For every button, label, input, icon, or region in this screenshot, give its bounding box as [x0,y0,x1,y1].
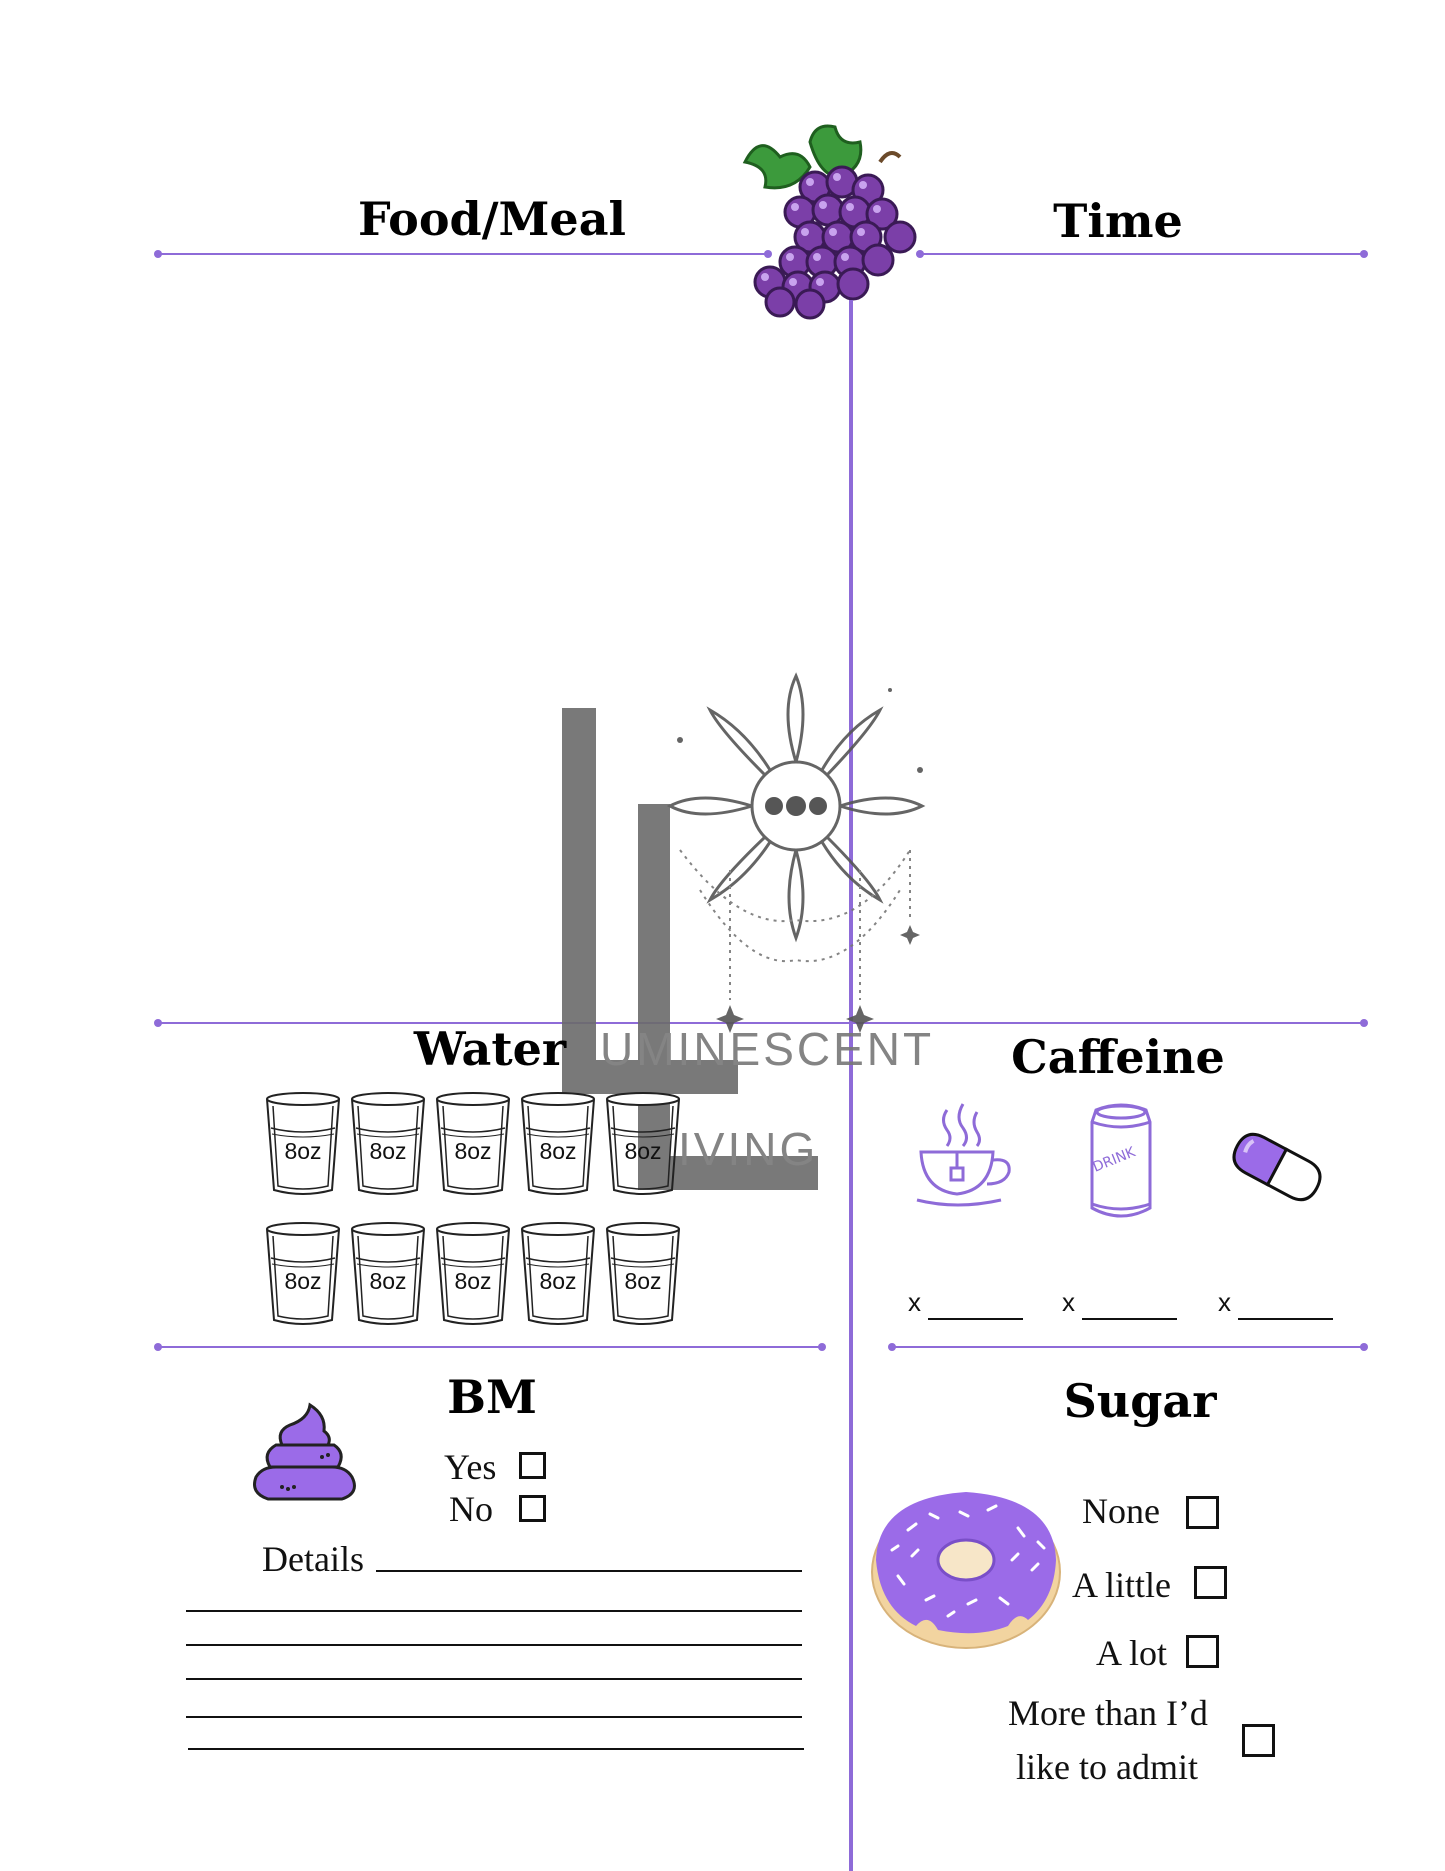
drink-count-field[interactable]: x [1062,1287,1177,1320]
bm-no-checkbox[interactable] [519,1495,546,1522]
glass-icon [606,1092,680,1195]
glass-label: 8oz [284,1268,322,1294]
glass-label: 8oz [624,1268,662,1294]
bm-details-line[interactable] [188,1748,804,1750]
lower-divider-left [154,1343,826,1351]
sugar-more-label-line1: More than I’d [1008,1693,1208,1733]
glass-label: 8oz [369,1138,407,1164]
lower-divider-right [888,1343,1368,1351]
bm-yes-checkbox[interactable] [519,1452,546,1479]
glass-icon [521,1222,595,1325]
glass-icon [436,1222,510,1325]
glass-label: 8oz [539,1268,577,1294]
bm-heading: BM [447,1370,537,1424]
glass-icon [266,1092,340,1195]
water-glass[interactable]: 8oz [518,1090,598,1198]
food-meal-heading: Food/Meal [358,192,626,246]
sugar-a-little-checkbox[interactable] [1194,1566,1227,1599]
pill-count-field[interactable]: x [1218,1287,1333,1320]
middle-divider [154,1019,1368,1027]
bm-details-line[interactable] [186,1678,802,1680]
sugar-heading: Sugar [1063,1374,1217,1428]
glass-label: 8oz [284,1138,322,1164]
donut-icon [868,1480,1064,1652]
sugar-a-lot-checkbox[interactable] [1186,1635,1219,1668]
water-glass[interactable]: 8oz [263,1220,343,1328]
glass-label: 8oz [454,1138,492,1164]
sugar-more-label-line2: like to admit [1016,1747,1198,1787]
water-glass[interactable]: 8oz [348,1220,428,1328]
glass-label: 8oz [624,1138,662,1164]
glass-icon [606,1222,680,1325]
glass-label: 8oz [539,1138,577,1164]
water-glass[interactable]: 8oz [603,1090,683,1198]
bm-details-line[interactable] [376,1570,802,1572]
pill-count-prefix: x [1218,1287,1231,1317]
caffeine-heading: Caffeine [1011,1030,1225,1084]
tea-count-prefix: x [908,1287,921,1317]
sugar-a-little-label: A little [1072,1565,1171,1605]
watermark-text-line2: IVING [678,1123,819,1175]
bm-yes-label: Yes [444,1447,497,1487]
glass-icon [351,1092,425,1195]
sugar-none-label: None [1082,1491,1160,1531]
glass-icon [266,1222,340,1325]
drink-count-prefix: x [1062,1287,1075,1317]
glass-icon [351,1222,425,1325]
bm-details-line[interactable] [186,1610,802,1612]
drink-can-icon[interactable]: DRINK [1088,1100,1154,1225]
water-glass[interactable]: 8oz [603,1220,683,1328]
top-divider-left [154,250,772,258]
sugar-more-checkbox[interactable] [1242,1724,1275,1757]
sugar-a-lot-label: A lot [1096,1633,1168,1673]
glass-label: 8oz [454,1268,492,1294]
time-heading: Time [1053,194,1183,248]
grape-icon [740,122,930,322]
water-glass[interactable]: 8oz [518,1220,598,1328]
sugar-none-checkbox[interactable] [1186,1496,1219,1529]
tea-count-field[interactable]: x [908,1287,1023,1320]
center-divider [849,300,853,1871]
glass-icon [521,1092,595,1195]
water-glass[interactable]: 8oz [348,1090,428,1198]
bm-no-label: No [449,1489,493,1529]
water-heading: Water [413,1022,567,1076]
bm-details-line[interactable] [186,1716,802,1718]
tea-cup-icon[interactable] [915,1100,1015,1210]
top-divider-right [916,250,1368,258]
luminescent-living-logo: UMINESCENT IVING [560,670,960,1210]
water-glass[interactable]: 8oz [263,1090,343,1198]
pill-icon[interactable] [1222,1125,1332,1210]
water-glass[interactable]: 8oz [433,1220,513,1328]
poop-icon [248,1395,360,1505]
bm-details-line[interactable] [186,1644,802,1646]
glass-label: 8oz [369,1268,407,1294]
glass-icon [436,1092,510,1195]
watermark-text-line1: UMINESCENT [600,1023,935,1075]
bm-details-label: Details [262,1539,364,1579]
water-glass[interactable]: 8oz [433,1090,513,1198]
